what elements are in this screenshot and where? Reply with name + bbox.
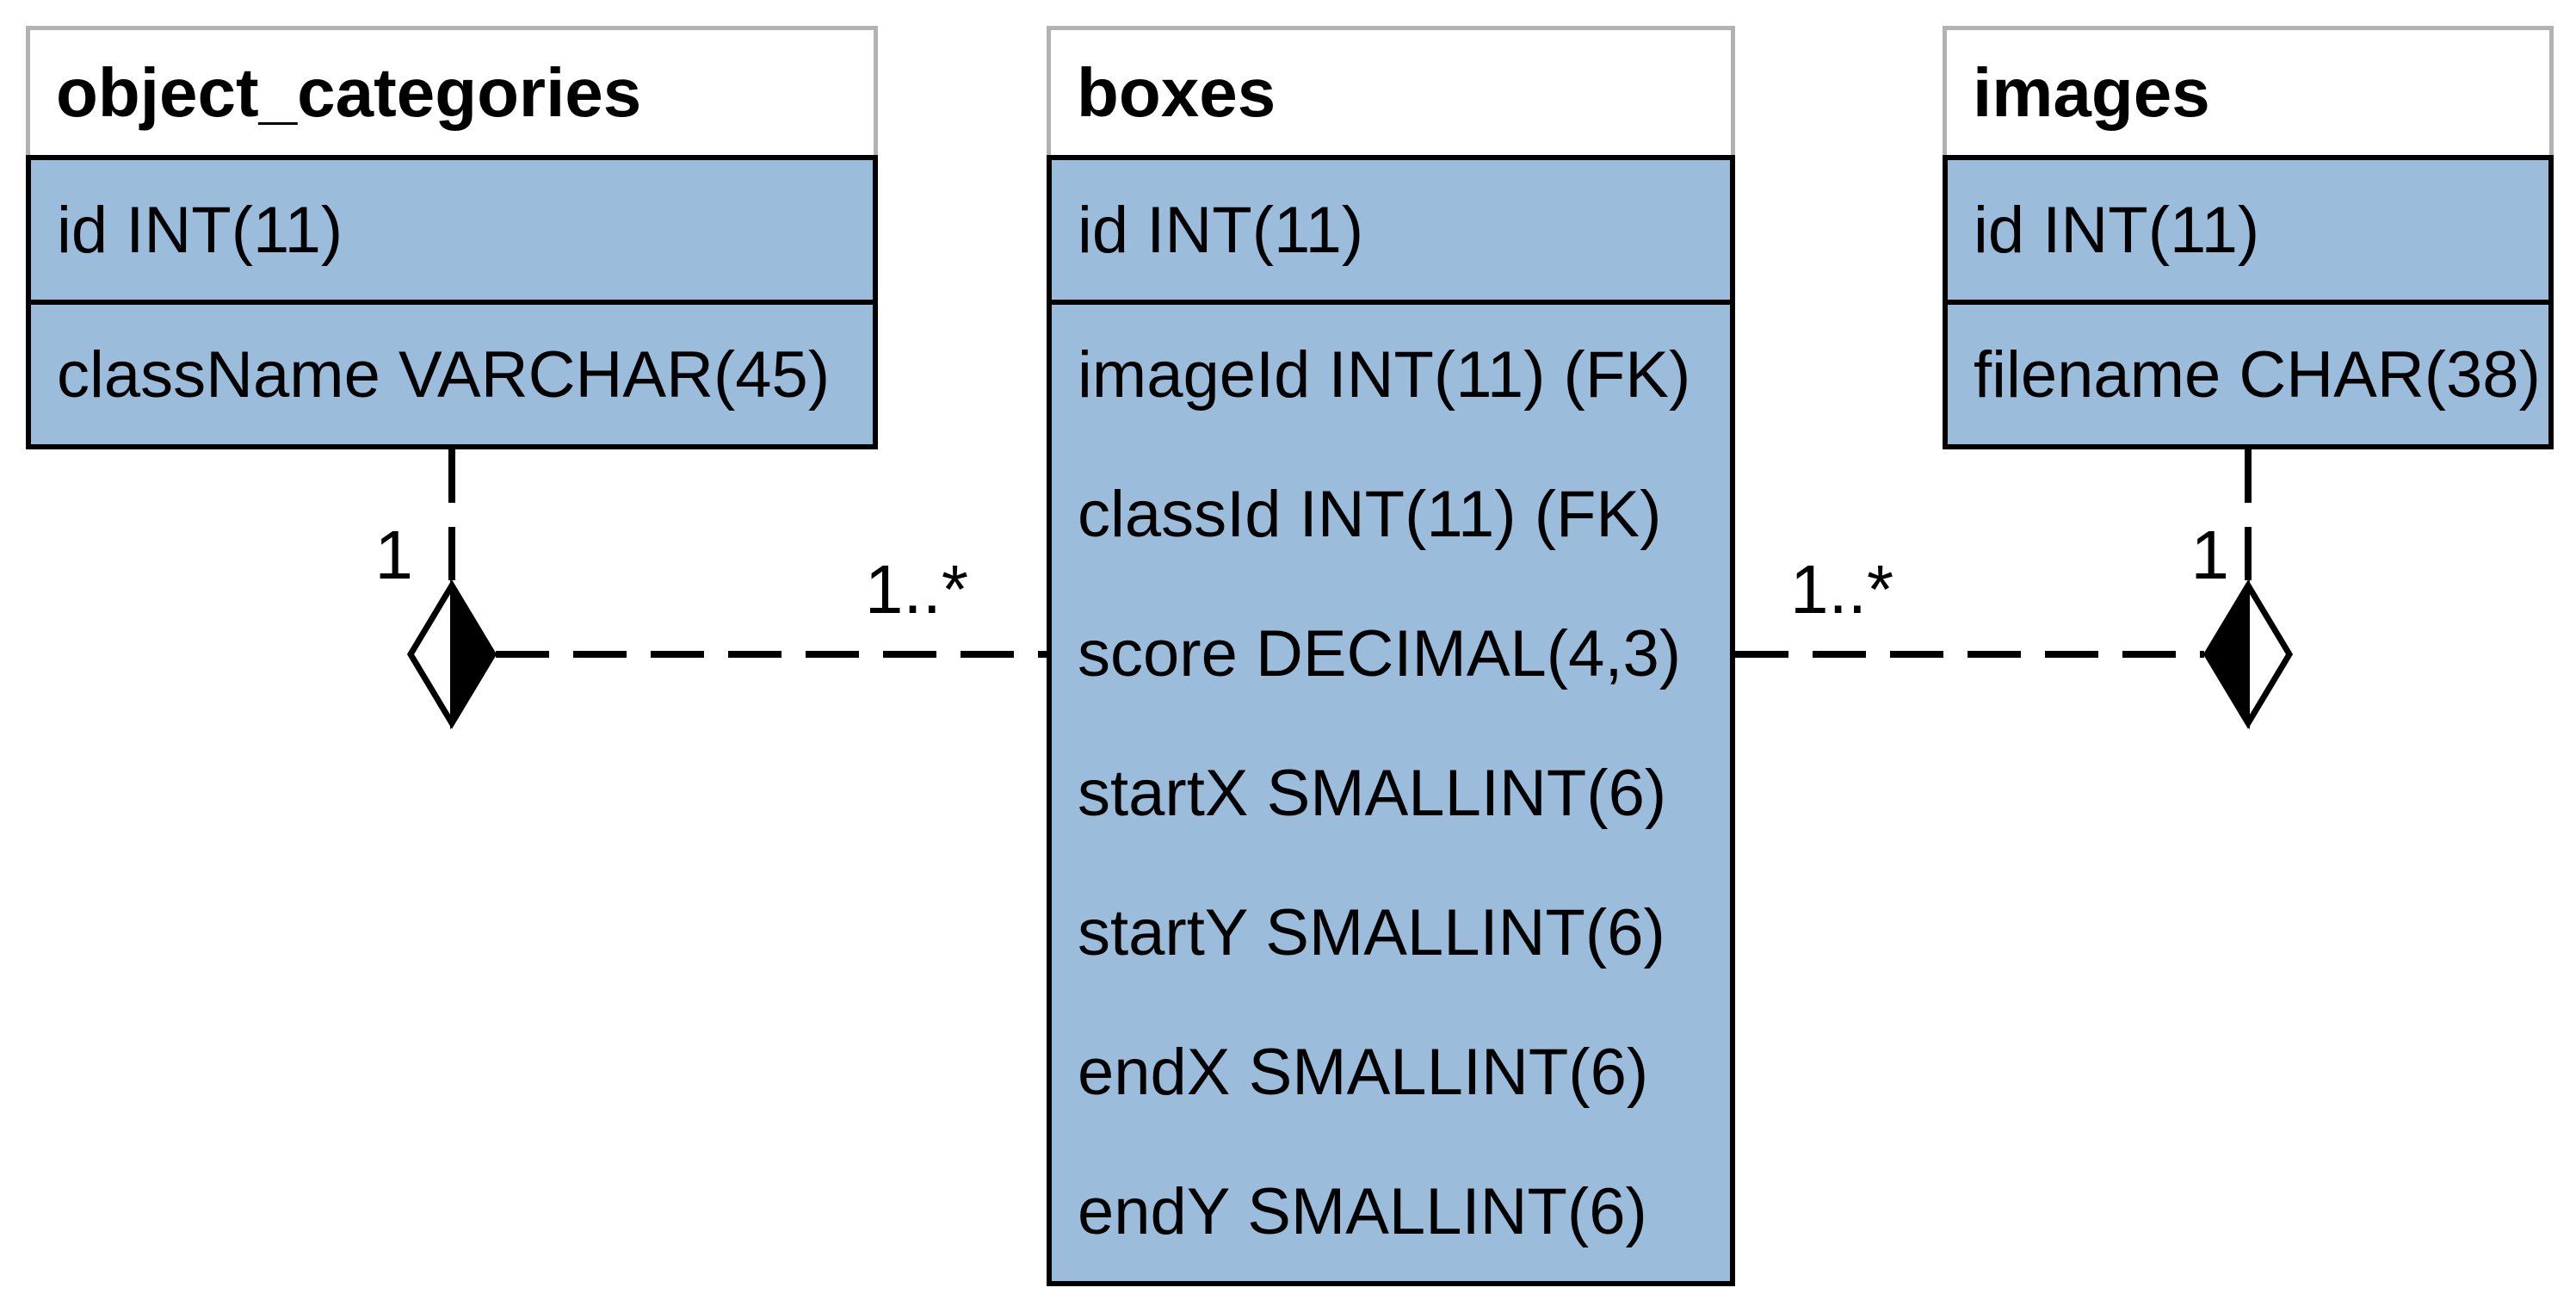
field-row: endY SMALLINT(6) [1078, 1174, 1647, 1248]
field-row: score DECIMAL(4,3) [1078, 616, 1682, 690]
images-aggregation-diamond-icon [2202, 579, 2294, 729]
field-row: endX SMALLINT(6) [1078, 1035, 1649, 1109]
field-row: startY SMALLINT(6) [1078, 895, 1665, 969]
cardinality-label-images-one: 1 [2190, 517, 2230, 593]
field-row: className VARCHAR(45) [57, 337, 831, 412]
entity-header: object_categories [26, 26, 878, 155]
entity-title: object_categories [56, 53, 642, 131]
field-row: classId INT(11) (FK) [1078, 477, 1662, 551]
entity-title: boxes [1077, 53, 1276, 131]
entity-header: images [1943, 26, 2554, 155]
pk-field-row: id INT(11) [57, 193, 343, 267]
entity-title: images [1973, 53, 2210, 131]
entity-images: images id INT(11) filename CHAR(38) [1943, 26, 2554, 449]
entity-body: id INT(11) filename CHAR(38) [1943, 155, 2554, 449]
field-row: startX SMALLINT(6) [1078, 756, 1667, 830]
field-row: filename CHAR(38) [1974, 337, 2541, 412]
cardinality-label-categories-many: 1..* [864, 551, 968, 628]
entity-boxes: boxes id INT(11) imageId INT(11) (FK) cl… [1047, 26, 1735, 1286]
images-aggregation-diamond-filled-half [2204, 579, 2250, 730]
entity-object-categories: object_categories id INT(11) className V… [26, 26, 878, 449]
cardinality-label-images-many: 1..* [1790, 551, 1894, 628]
categories-aggregation-diamond-filled-half [450, 579, 496, 730]
cardinality-label-categories-one: 1 [374, 517, 414, 593]
pk-field-row: id INT(11) [1974, 193, 2260, 267]
attributes-compartment: filename CHAR(38) [1948, 300, 2548, 444]
entity-header: boxes [1047, 26, 1735, 155]
categories-aggregation-diamond-icon [406, 579, 497, 729]
entity-body: id INT(11) imageId INT(11) (FK) classId … [1047, 155, 1735, 1286]
pk-field-row: id INT(11) [1078, 193, 1364, 267]
entity-body: id INT(11) className VARCHAR(45) [26, 155, 878, 449]
attributes-compartment: className VARCHAR(45) [31, 300, 873, 444]
field-row: imageId INT(11) (FK) [1078, 337, 1691, 412]
attributes-compartment: imageId INT(11) (FK) classId INT(11) (FK… [1052, 300, 1730, 1281]
